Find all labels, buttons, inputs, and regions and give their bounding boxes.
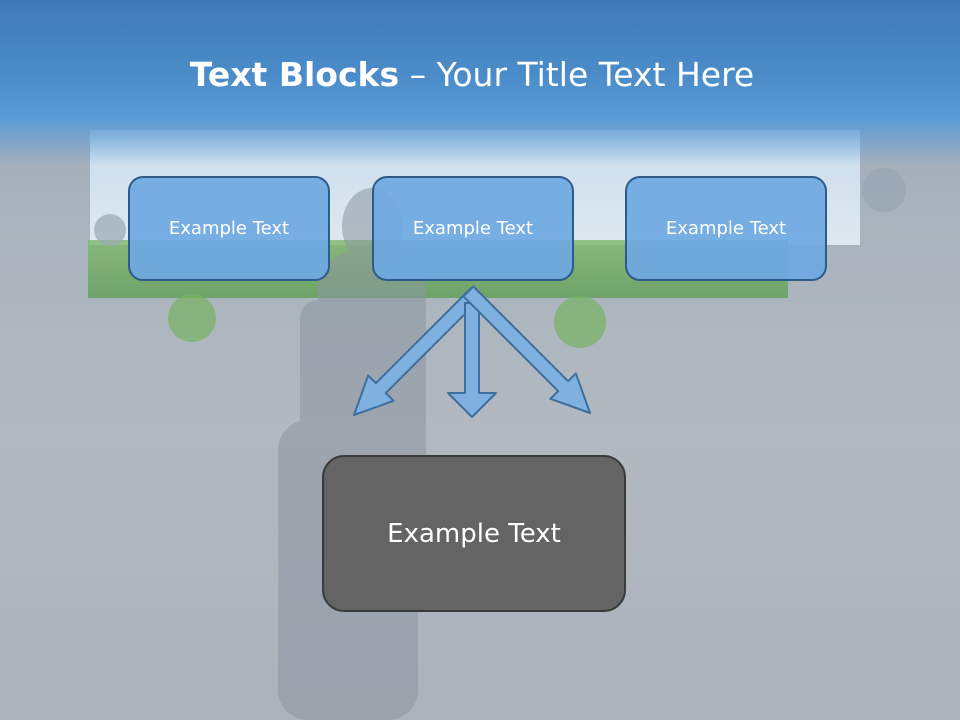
text-block-3[interactable]: Example Text	[625, 176, 827, 281]
puzzle-tab	[554, 296, 606, 348]
puzzle-tab	[862, 168, 906, 212]
arrow-right	[462, 285, 591, 414]
text-block-2[interactable]: Example Text	[372, 176, 574, 281]
title-rest: – Your Title Text Here	[399, 55, 755, 94]
text-block-1[interactable]: Example Text	[128, 176, 330, 281]
puzzle-tab	[168, 294, 216, 342]
title-bar	[0, 0, 960, 165]
title-bold: Text Blocks	[189, 55, 400, 94]
result-block[interactable]: Example Text	[322, 455, 626, 612]
slide-title: Text Blocks – Your Title Text Here	[0, 55, 944, 94]
puzzle-tab	[94, 214, 126, 246]
